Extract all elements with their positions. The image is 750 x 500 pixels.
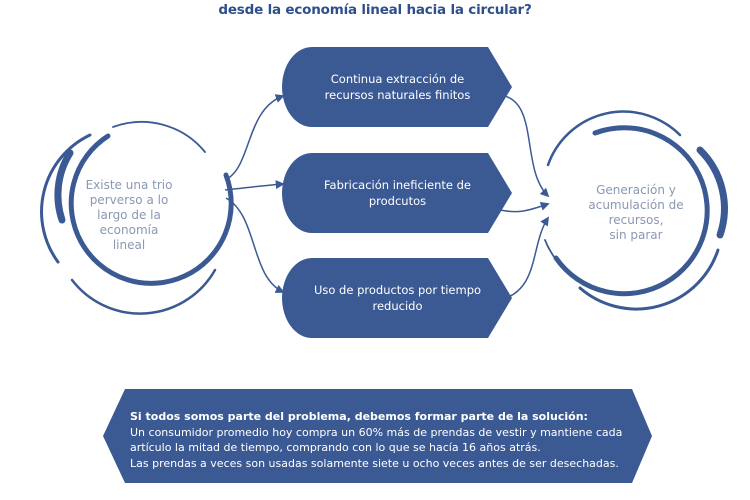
box-2-line-1: Fabricación ineficiente de (324, 178, 471, 192)
left-circle-text: Existe una trio perverso a lo largo de l… (80, 178, 178, 253)
right-circle-line: acumulación de (588, 198, 684, 212)
connector-box-1-to-right (499, 94, 550, 198)
process-box-3 (282, 258, 512, 338)
connector-left-to-box-1 (224, 94, 285, 181)
left-circle-line: largo de la (97, 208, 161, 222)
left-circle-line: economía (99, 223, 159, 237)
banner-line-2: artículo la mitad de tiempo, comprando c… (130, 441, 541, 454)
solution-banner (103, 389, 652, 483)
right-circle-line: recursos, (608, 213, 664, 227)
connector-box-3-to-right (499, 216, 549, 301)
box-3-line-2: reducido (372, 299, 423, 313)
solution-banner-text: Si todos somos parte del problema, debem… (130, 409, 635, 471)
banner-line-3: Las prendas a veces son usadas solamente… (130, 456, 619, 470)
connector-left-to-box-3 (225, 197, 285, 293)
right-circle-line: Generación y (596, 183, 676, 197)
right-circle-line: sin parar (609, 228, 663, 242)
box-1-line-1: Continua extracción de (330, 72, 465, 86)
right-circle (544, 110, 728, 311)
left-circle-line: perverso a lo (89, 193, 169, 207)
left-circle (40, 120, 234, 315)
left-connectors (224, 94, 285, 293)
process-box-2 (282, 153, 512, 233)
title-line-2: desde la economía lineal hacia la circul… (218, 2, 532, 18)
process-box-1-text: Continua extracción de recursos naturale… (295, 47, 500, 127)
process-box-2-text: Fabricación ineficiente de prodcutos (295, 153, 500, 233)
process-box-3-text: Uso de productos por tiempo reducido (295, 258, 500, 338)
right-circle-text: Generación y acumulación de recursos, si… (577, 183, 695, 243)
process-box-1 (282, 47, 512, 127)
left-circle-line: Existe una trio (85, 178, 173, 192)
left-circle-line: lineal (112, 238, 146, 252)
right-connectors (499, 94, 550, 301)
connector-left-to-box-2 (224, 180, 285, 191)
box-1-line-2: recursos naturales finitos (324, 88, 471, 102)
box-3-line-1: Uso de productos por tiempo (313, 283, 482, 297)
page-title: desde la economía lineal hacia la circul… (0, 2, 750, 18)
connector-box-2-to-right (499, 202, 550, 213)
banner-heading: Si todos somos parte del problema, debem… (130, 410, 588, 423)
banner-line-1: Un consumidor promedio hoy compra un 60%… (130, 425, 623, 439)
box-2-line-2: prodcutos (368, 194, 427, 208)
